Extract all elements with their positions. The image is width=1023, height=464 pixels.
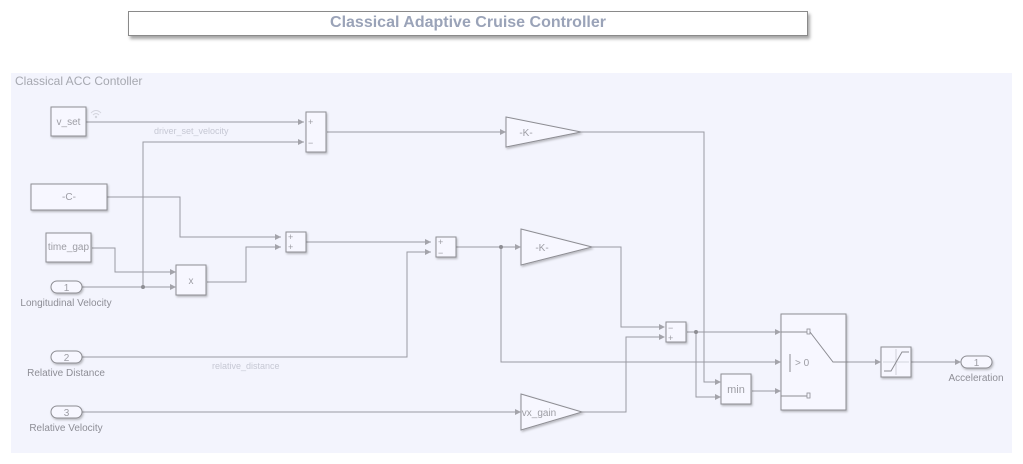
sum-sign: + (438, 237, 443, 247)
product-label: x (189, 276, 194, 287)
constant-label: -C- (62, 192, 76, 203)
diagram-title: Classical Adaptive Cruise Controller (330, 14, 606, 31)
inport-number: 1 (64, 283, 70, 294)
signal-label-driver-set-velocity: driver_set_velocity (154, 126, 229, 136)
inport-label: Relative Distance (27, 368, 105, 379)
inport-relative-distance[interactable]: 2 Relative Distance (27, 350, 105, 379)
sum-block-4[interactable]: − + (665, 321, 687, 343)
wire-sum4-min[interactable] (695, 332, 717, 398)
saturation-block[interactable] (880, 346, 912, 378)
vx-gain-label: vx_gain (522, 408, 556, 419)
outport-number: 1 (974, 358, 980, 369)
gain-label: -K- (519, 128, 532, 139)
wire-branch-switch-ctrl[interactable] (500, 247, 777, 363)
branch-point (499, 245, 503, 249)
area-label: Classical ACC Contoller (15, 74, 143, 88)
signal-logging-icon (90, 110, 102, 119)
inport-longitudinal-velocity[interactable]: 1 Longitudinal Velocity (20, 280, 112, 309)
sum-sign: − (438, 248, 443, 258)
inport-label: Longitudinal Velocity (20, 298, 111, 309)
inport-number: 2 (64, 353, 70, 364)
constant-block[interactable]: -C- (30, 183, 108, 211)
sum-block-2[interactable]: + + (285, 231, 307, 253)
switch-block[interactable]: > 0 (780, 313, 847, 411)
vx-gain-block[interactable]: vx_gain (520, 393, 584, 431)
outport-label: Acceleration (948, 373, 1003, 384)
sum-sign: − (668, 323, 673, 333)
arrowheads (170, 119, 961, 415)
wire-product-sum2[interactable] (207, 246, 281, 283)
v-set-block[interactable]: v_set (50, 106, 87, 137)
gain-block-2[interactable]: -K- (520, 228, 593, 266)
sum-block-1[interactable]: + − (305, 111, 327, 153)
wires (82, 121, 957, 413)
product-block[interactable]: x (175, 264, 207, 296)
branch-point (141, 285, 145, 289)
time-gap-block[interactable]: time_gap (45, 232, 92, 263)
sum-sign: + (668, 333, 673, 343)
outport-acceleration[interactable]: 1 Acceleration (948, 355, 1004, 384)
time-gap-label: time_gap (48, 242, 90, 253)
gain-block-1[interactable]: -K- (505, 116, 582, 148)
min-block[interactable]: min (720, 373, 752, 405)
wire-vxgain-sum4[interactable] (582, 336, 661, 413)
sum-sign: − (308, 138, 313, 148)
sum-sign: + (288, 232, 293, 242)
sum-block-3[interactable]: + − (435, 236, 457, 258)
wire-vlong-sum1[interactable] (142, 141, 304, 287)
inport-number: 3 (64, 408, 70, 419)
gain-label: -K- (535, 243, 548, 254)
title-annotation[interactable]: Classical Adaptive Cruise Controller (128, 11, 808, 36)
sum-sign: + (308, 117, 313, 127)
min-label: min (727, 384, 745, 396)
wire-reldist-sum3[interactable] (82, 251, 431, 358)
inport-label: Relative Velocity (29, 423, 102, 434)
wire-const-sum2[interactable] (107, 196, 281, 238)
branch-point (694, 330, 698, 334)
switch-threshold: > 0 (795, 358, 810, 369)
wire-gain1-min[interactable] (581, 131, 717, 383)
sum-sign: + (288, 242, 293, 252)
v-set-label: v_set (57, 117, 81, 128)
saturation-icon (884, 351, 909, 372)
inport-relative-velocity[interactable]: 3 Relative Velocity (29, 405, 103, 434)
wire-gain2-sum4[interactable] (592, 246, 661, 328)
signal-label-relative-distance: relative_distance (212, 361, 280, 371)
wire-timegap-product[interactable] (92, 247, 172, 273)
